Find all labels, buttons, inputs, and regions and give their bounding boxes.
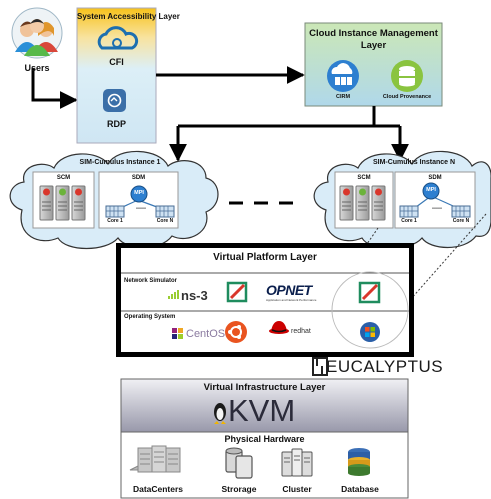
centos-icon (172, 328, 183, 339)
instance-n-mpi-icon (422, 182, 440, 200)
instance-n-core-n: Core N (452, 218, 470, 224)
datacenters-label: DataCenters (132, 484, 184, 494)
redhat-label: redhat (291, 328, 311, 335)
kvm-penguin-icon (214, 403, 226, 424)
instance-1-mpi-label: MPI (134, 190, 144, 196)
users-to-access-arrow (31, 68, 78, 109)
instance-n-core-icons (399, 205, 471, 218)
ns3-logo (168, 290, 179, 299)
cluster-label: Cluster (282, 484, 312, 494)
platform-zoom-circle (331, 271, 409, 349)
instance-n-core-dots: ----- (432, 206, 442, 212)
users-label: Users (24, 63, 50, 73)
network-simulator-label: Network Simulator (124, 278, 178, 284)
redhat-icon (269, 321, 289, 334)
ns3-label: ns-3 (181, 288, 208, 303)
rdp-label: RDP (106, 119, 126, 129)
windows-icon (360, 322, 380, 342)
instance-1-scm-label: SCM (56, 175, 71, 181)
centos-label: CentOS (186, 328, 226, 340)
cloud-provenance-label: Cloud Provenance (382, 94, 432, 100)
virtual-infra-box (120, 378, 409, 433)
cfi-label: CFI (109, 57, 124, 67)
virtual-platform-title: Virtual Platform Layer (213, 252, 317, 263)
mgmt-layer-box (304, 22, 443, 107)
instance-1-core-dots: ----- (136, 206, 146, 212)
database-icon (348, 448, 370, 476)
instance-n-title: SIM-Cumulus Instance N (372, 159, 456, 166)
instance-n-sdm-label: SDM (428, 175, 442, 181)
users-icon (11, 7, 63, 59)
rdp-icon (103, 89, 126, 112)
cluster-icon (281, 448, 313, 477)
mgmt-layer-title-line2: Layer (360, 40, 387, 51)
mgmt-layer-title-line1: Cloud Instance Management (309, 28, 438, 39)
instance-n-mpi-label: MPI (426, 187, 436, 193)
virtual-infra-title: Virtual Infrastructure Layer (203, 382, 326, 393)
ubuntu-icon (225, 321, 247, 343)
access-layer-box (76, 7, 157, 144)
cirm-label: CIRM (335, 94, 351, 100)
cloud-provenance-icon (391, 60, 423, 92)
cloud-gear-icon (97, 26, 139, 50)
storage-icon (225, 447, 253, 479)
instance-1-server-icons (39, 185, 86, 221)
mgmt-to-instances-arrow (169, 106, 409, 162)
physical-hardware-title: Physical Hardware (224, 434, 305, 444)
instance-1-core-n: Core N (156, 218, 174, 224)
instance-1-mpi-icon (130, 185, 148, 203)
instance-1-title: SIM-Cumulus Instance 1 (79, 159, 161, 166)
access-layer-title: System Accessibility Layer (77, 12, 180, 21)
eucalyptus-label: EUCALYPTUS (326, 357, 444, 376)
opnet-sub-label: Application and Network Performance (266, 298, 317, 302)
eucalyptus-logo-mark (312, 357, 328, 376)
instance-n-core-1: Core 1 (401, 218, 417, 224)
database-label: Database (341, 484, 379, 494)
instance-1-core-icons (105, 205, 175, 218)
cirm-icon (327, 60, 359, 92)
instance-n-scm-label: SCM (357, 175, 371, 181)
operating-system-label: Operating System (124, 314, 176, 320)
datacenters-icon (129, 445, 181, 473)
instance-1-core-1: Core 1 (107, 218, 123, 224)
kvm-label: KVM (228, 393, 296, 428)
simulator-app-icon-zoomed (358, 281, 381, 304)
opnet-label: OPNET (266, 282, 312, 298)
instance-1-sdm-label: SDM (131, 175, 146, 181)
storage-label: Strorage (221, 484, 257, 494)
instance-n-sdm-box (394, 171, 476, 229)
instance-n-server-icons (339, 185, 386, 221)
simulator-app-icon (226, 281, 248, 303)
